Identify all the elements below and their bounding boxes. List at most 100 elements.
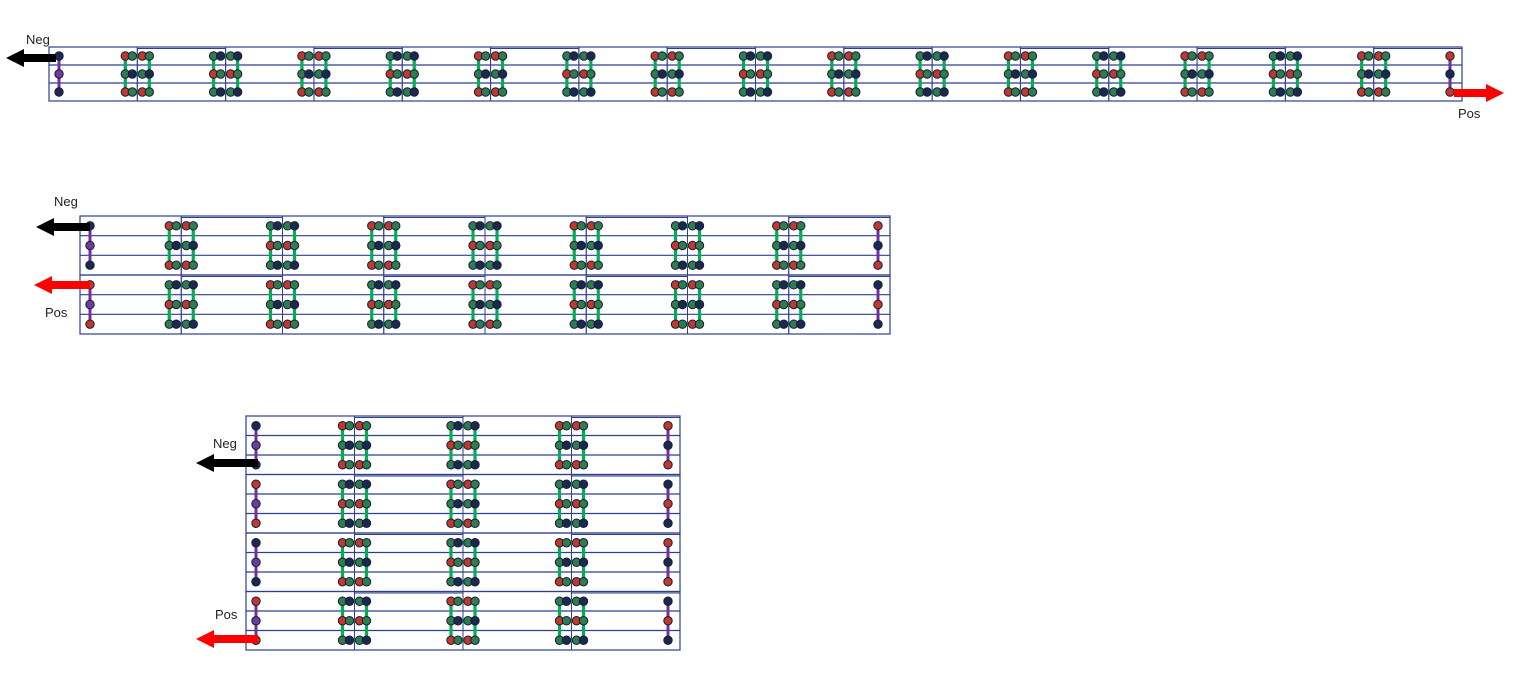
cell-terminal bbox=[576, 299, 586, 310]
cell-terminal bbox=[1275, 87, 1286, 97]
cell-terminal bbox=[561, 616, 572, 626]
cell-terminal bbox=[939, 51, 949, 61]
cell-terminal bbox=[85, 240, 95, 251]
cell-terminal bbox=[188, 221, 198, 231]
cell-terminal bbox=[321, 51, 331, 61]
series-link bbox=[265, 280, 300, 329]
cell-terminal bbox=[251, 479, 261, 489]
cell-terminal bbox=[561, 421, 572, 431]
cell-terminal bbox=[289, 221, 300, 231]
cell-terminal bbox=[561, 460, 572, 470]
cell-terminal bbox=[561, 440, 572, 450]
cell-terminal bbox=[762, 87, 773, 97]
cell-terminal bbox=[1010, 51, 1021, 61]
series-link bbox=[337, 596, 372, 645]
cell-terminal bbox=[391, 240, 401, 251]
cell-terminal bbox=[188, 280, 198, 290]
cell-terminal bbox=[561, 557, 572, 567]
cell-terminal bbox=[873, 280, 883, 290]
cell-terminal bbox=[344, 499, 355, 509]
cell-terminal bbox=[272, 221, 283, 231]
series-link bbox=[772, 221, 806, 270]
cell-terminal bbox=[453, 518, 463, 528]
cell-terminal bbox=[1275, 69, 1286, 79]
layout-four-rows bbox=[245, 415, 681, 651]
cell-terminal bbox=[593, 240, 603, 251]
neg-terminal-arrow bbox=[196, 454, 258, 472]
cell-terminal bbox=[1445, 69, 1455, 79]
cell-terminal bbox=[492, 319, 502, 329]
cell-terminal bbox=[492, 221, 502, 231]
cell-terminal bbox=[475, 260, 485, 270]
cell-terminal bbox=[470, 421, 480, 431]
cell-terminal bbox=[745, 87, 756, 97]
cell-terminal bbox=[453, 616, 463, 626]
cell-terminal bbox=[922, 51, 932, 61]
neg-label: Neg bbox=[26, 32, 50, 47]
cell-terminal bbox=[663, 635, 673, 645]
cell-terminal bbox=[475, 319, 485, 329]
cell-terminal bbox=[593, 299, 603, 310]
cell-terminal bbox=[304, 87, 314, 97]
cell-terminal bbox=[779, 240, 789, 251]
cell-terminal bbox=[1292, 51, 1303, 61]
cell-terminal bbox=[453, 499, 463, 509]
series-link bbox=[1356, 51, 1391, 97]
cell-terminal bbox=[289, 260, 300, 270]
cell-terminal bbox=[561, 518, 572, 528]
cell-terminal bbox=[1380, 87, 1391, 97]
pos-terminal-arrow bbox=[1454, 84, 1504, 102]
cell-terminal bbox=[694, 319, 705, 329]
cell-terminal bbox=[470, 538, 480, 548]
cell-terminal bbox=[391, 221, 401, 231]
cell-terminal bbox=[779, 260, 789, 270]
cell-terminal bbox=[344, 635, 355, 645]
cell-terminal bbox=[694, 221, 705, 231]
cell-terminal bbox=[779, 299, 789, 310]
series-link bbox=[446, 596, 480, 645]
cell-terminal bbox=[361, 635, 372, 645]
series-link bbox=[772, 280, 806, 329]
cell-terminal bbox=[1292, 87, 1303, 97]
cell-terminal bbox=[834, 51, 844, 61]
cell-terminal bbox=[251, 440, 261, 450]
cell-terminal bbox=[475, 221, 485, 231]
cell-terminal bbox=[321, 69, 331, 79]
cell-terminal bbox=[694, 299, 705, 310]
cell-terminal bbox=[593, 280, 603, 290]
cell-terminal bbox=[188, 240, 198, 251]
cell-terminal bbox=[361, 440, 372, 450]
cell-terminal bbox=[922, 87, 932, 97]
cell-terminal bbox=[873, 221, 883, 231]
cell-terminal bbox=[272, 260, 283, 270]
cell-terminal bbox=[873, 319, 883, 329]
cell-terminal bbox=[171, 280, 181, 290]
cell-terminal bbox=[834, 69, 844, 79]
cell-terminal bbox=[171, 319, 181, 329]
cell-terminal bbox=[939, 69, 949, 79]
cell-terminal bbox=[561, 499, 572, 509]
cell-terminal bbox=[475, 299, 485, 310]
cell-terminal bbox=[578, 440, 589, 450]
cell-terminal bbox=[677, 221, 688, 231]
cell-terminal bbox=[578, 538, 589, 548]
cell-terminal bbox=[1380, 69, 1391, 79]
cell-terminal bbox=[374, 221, 384, 231]
series-link bbox=[337, 421, 372, 470]
cell-terminal bbox=[272, 240, 283, 251]
series-link bbox=[297, 51, 331, 97]
cell-terminal bbox=[409, 69, 419, 79]
cell-terminal bbox=[663, 596, 673, 606]
series-link bbox=[569, 221, 603, 270]
cell-terminal bbox=[657, 87, 667, 97]
series-link bbox=[468, 221, 502, 270]
cell-terminal bbox=[480, 51, 491, 61]
cell-terminal bbox=[578, 635, 589, 645]
cell-terminal bbox=[361, 538, 372, 548]
cell-terminal bbox=[232, 69, 243, 79]
cell-terminal bbox=[663, 518, 673, 528]
cell-terminal bbox=[578, 577, 589, 587]
cell-terminal bbox=[561, 479, 572, 489]
cell-terminal bbox=[272, 299, 283, 310]
cell-terminal bbox=[344, 460, 355, 470]
